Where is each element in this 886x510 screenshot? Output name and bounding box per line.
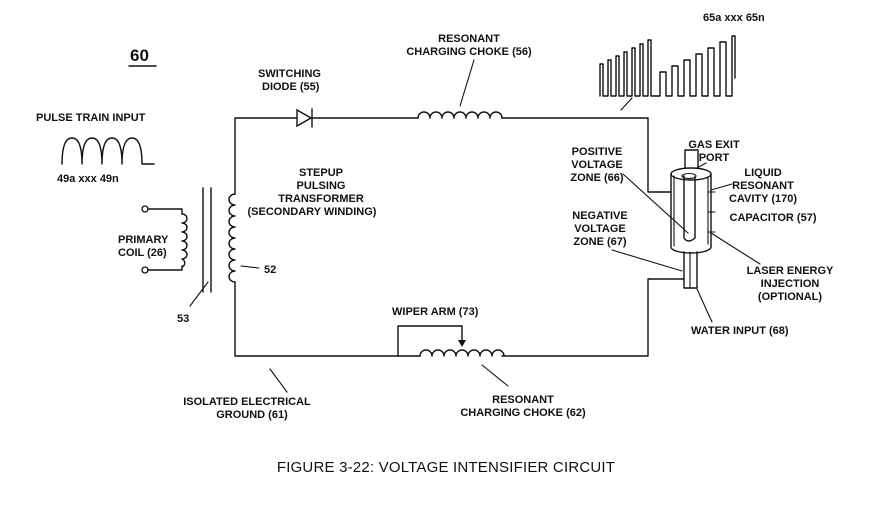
water-input-leader <box>696 288 713 323</box>
choke56-leader <box>459 59 475 107</box>
ref-52-label: 52 <box>264 264 276 276</box>
choke62-leader <box>481 364 509 387</box>
figure-number: 60 <box>130 46 149 65</box>
negative-zone-label-1: NEGATIVE <box>572 210 627 222</box>
primary-terminal-bottom <box>141 266 149 274</box>
cavity-leader <box>710 183 733 191</box>
positive-zone-label-2: VOLTAGE <box>571 159 623 171</box>
laser-injection-label-1: LASER ENERGY <box>747 265 834 277</box>
ref-53-leader <box>189 281 209 307</box>
pulse-train-range-label: 49a xxx 49n <box>57 173 119 185</box>
figure-caption: FIGURE 3-22: VOLTAGE INTENSIFIER CIRCUIT <box>277 459 615 476</box>
secondary-winding <box>228 193 236 283</box>
pulse-train-input-waveform <box>61 137 155 165</box>
output-waveform <box>599 35 736 97</box>
wiper-arm-arrowhead <box>458 340 466 347</box>
primary-coil-winding <box>181 213 188 268</box>
bottom-left-wire <box>234 281 421 357</box>
resonant-charging-choke-62 <box>419 349 505 357</box>
output-waveform-leader <box>620 97 633 111</box>
ground-label-1: ISOLATED ELECTRICAL <box>183 396 311 408</box>
transformer-label-3: TRANSFORMER <box>278 193 364 205</box>
water-fuel-cell <box>670 149 716 289</box>
negative-zone-leader <box>611 249 683 272</box>
water-input-label: WATER INPUT (68) <box>691 325 789 337</box>
laser-injection-leader <box>710 232 761 265</box>
ground-leader <box>269 368 288 393</box>
negative-zone-label-3: ZONE (67) <box>573 236 627 248</box>
positive-zone-label-3: ZONE (66) <box>570 172 624 184</box>
ground-label-2: GROUND (61) <box>216 409 288 421</box>
choke56-to-cell-wire <box>501 117 672 193</box>
negative-zone-label-2: VOLTAGE <box>574 223 626 235</box>
primary-coil-lead-bottom <box>147 265 183 271</box>
resonant-charging-choke-56 <box>417 111 503 119</box>
choke62-to-cell-wire <box>501 278 685 357</box>
laser-injection-label-2: INJECTION <box>761 278 820 290</box>
primary-terminal-top <box>141 205 149 213</box>
gas-exit-port-label-2: PORT <box>699 152 730 164</box>
switching-diode-symbol <box>296 108 313 128</box>
transformer-label-1: STEPUP <box>299 167 343 179</box>
ref-53-label: 53 <box>177 313 189 325</box>
choke56-label-1: RESONANT <box>438 33 500 45</box>
wiper-arm-label: WIPER ARM (73) <box>392 306 479 318</box>
capacitor-label: CAPACITOR (57) <box>730 212 817 224</box>
waveform-range-label: 65a xxx 65n <box>703 12 765 24</box>
wiper-arm <box>397 325 463 357</box>
positive-zone-label-1: POSITIVE <box>572 146 623 158</box>
gas-exit-leader <box>696 162 707 169</box>
transformer-label-2: PULSING <box>297 180 346 192</box>
choke62-label-1: RESONANT <box>492 394 554 406</box>
ref-52-leader <box>240 265 260 269</box>
cavity-label-1: LIQUID <box>744 167 781 179</box>
choke56-label-2: CHARGING CHOKE (56) <box>406 46 532 58</box>
primary-coil-label-2: COIL (26) <box>118 247 167 259</box>
choke62-label-2: CHARGING CHOKE (62) <box>460 407 586 419</box>
cavity-label-2: RESONANT <box>732 180 794 192</box>
top-left-wire <box>234 117 297 195</box>
positive-zone-leader <box>622 173 689 234</box>
cavity-label-3: CAVITY (170) <box>729 193 797 205</box>
laser-injection-label-3: (OPTIONAL) <box>758 291 822 303</box>
switching-diode-label-2: DIODE (55) <box>262 81 320 93</box>
transformer-label-4: (SECONDARY WINDING) <box>248 206 377 218</box>
switching-diode-label-1: SWITCHING <box>258 68 321 80</box>
primary-coil-label-1: PRIMARY <box>118 234 169 246</box>
primary-coil-lead-top <box>147 208 183 215</box>
gas-exit-port-label-1: GAS EXIT <box>688 139 740 151</box>
pulse-train-input-label: PULSE TRAIN INPUT <box>36 112 146 124</box>
